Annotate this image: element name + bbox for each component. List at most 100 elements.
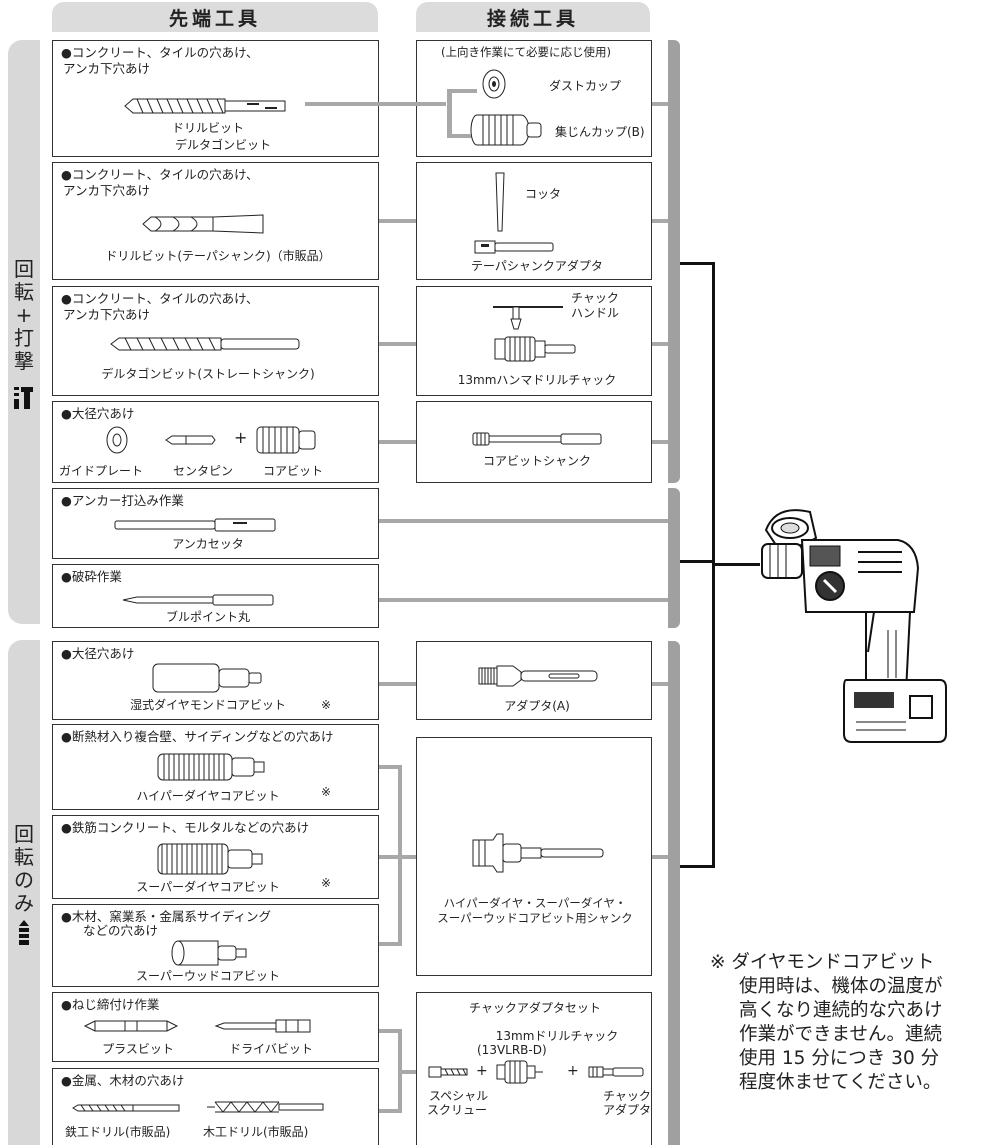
conn-label-collection-cup: 集じんカップ(B) [555,125,645,139]
caution-mark: ※ [321,698,332,712]
tip-label-deltagon-bit: デルタゴンビット [174,138,271,152]
cotter-icon [495,172,505,232]
collection-cup-icon [470,114,542,146]
conn-label-adapter: アダプタ [603,1103,652,1117]
main-connector-to-tool [712,563,760,566]
connector-r3 [379,342,416,346]
tip-desc-line2: アンカ下穴あけ [63,183,151,198]
conn-note-upward: (上向き作業にて必要に応じ使用) [441,45,611,59]
tip-box-metal-wood-drill: ●金属、木材の穴あけ 鉄工ドリル(市販品) 木工ドリル(市販品) [52,1068,379,1145]
conn-to-bar-5 [652,682,668,686]
conn-box-chuck-adapter-set: チャックアダプタセット 13mmドリルチャック (13VLRB-D) + + ス… [416,992,652,1145]
conn-label-adapter-a: アダプタ(A) [504,699,570,713]
conn-label-dust-cup: ダストカップ [549,79,622,93]
tip-desc-line1: ●コンクリート、タイルの穴あけ、 [61,291,259,306]
tip-box-super-wood: ●木材、窯業系・金属系サイディング などの穴あけ スーパーウッドコアビット [52,904,379,987]
tip-label-anchor-setter: アンカセッタ [172,537,244,551]
main-connector-mid [680,560,714,563]
taper-shank-adapter-icon [474,240,554,254]
bracket-vertical [447,89,452,138]
conn-box-core-shank: コアビットシャンク [416,401,652,483]
conn-set-title: チャックアダプタセット [469,1001,601,1015]
main-connector-bottom [680,865,714,868]
tip-box-screw-bits: ●ねじ締付け作業 プラスビット ドライバビット [52,992,379,1062]
core-bit-icon [256,426,316,454]
hyper-diamond-core-icon [157,753,265,781]
header-connection-tools: 接続工具 [416,2,650,32]
conn-set-chuck: 13mmドリルチャック [495,1029,619,1043]
bracket-r11-r12-bottom [379,1109,401,1113]
conn-set-chuck-model: (13VLRB-D) [477,1043,547,1057]
side-label-rotation-only: 回転のみ [14,822,34,915]
tip-desc: ●アンカー打込み作業 [61,493,184,508]
super-diamond-core-icon [157,843,263,875]
tip-label-wood-drill: 木工ドリル(市販品) [203,1125,309,1139]
anchor-setter-icon [114,518,276,532]
tip-label-bull-point: ブルポイント丸 [165,610,250,624]
tip-label-driver-bit: ドライバビット [229,1042,313,1056]
caution-mark: ※ [321,876,332,890]
tip-label-super-diamond: スーパーダイヤコアビット [136,880,280,894]
group-bar-1 [668,40,680,483]
conn-label-taper-adapter: テーパシャンクアダプタ [471,259,603,273]
straight-deltagon-icon [110,337,300,351]
tip-box-wet-diamond: ●大径穴あけ 湿式ダイヤモンドコアビット ※ [52,641,379,720]
adapter-a-icon [478,665,598,687]
taper-drill-icon [142,214,264,234]
conn-label-special: スペシャル [429,1089,489,1103]
connector-r5 [379,519,668,523]
wet-diamond-core-icon [152,663,262,693]
tip-label-super-wood: スーパーウッドコアビット [136,969,280,983]
bracket-bottom [447,134,471,138]
tip-desc-line2: アンカ下穴あけ [63,307,151,322]
bracket-r8-r10-mid [379,855,416,859]
tip-box-large-core: ●大径穴あけ + ガイドプレート センタピン コアビット [52,401,379,483]
caution-note-line6: 程度休ませてください。 [739,1072,942,1093]
rotary-hammer-drill-image [761,509,947,743]
plus-sign: + [567,1063,579,1079]
tip-label-drill-bit: ドリルビット [171,121,244,135]
conn-label-hammer-chuck: 13mmハンマドリルチャック [457,373,617,387]
caution-note-line2: 使用時は、機体の温度が [739,976,943,997]
tip-desc-line2: などの穴あけ [83,923,159,938]
plus-sign: + [234,428,248,447]
main-connector-top [680,262,714,265]
group-bar-2 [668,488,680,628]
super-wood-core-icon [171,940,247,966]
conn-box-adapter-a: アダプタ(A) [416,641,652,720]
conn-to-bar-2 [652,219,668,223]
bracket-r11-r12-top [379,1029,401,1033]
driver-bit-icon [214,1019,311,1033]
tip-box-super-diamond: ●鉄筋コンクリート、モルタルなどの穴あけ スーパーダイヤコアビット ※ [52,815,379,899]
caution-note-line1: ※ ダイヤモンドコアビット [710,952,935,973]
bracket-r8-r10-bottom [379,942,401,946]
metal-drill-icon [72,1104,180,1112]
tip-desc-line1: ●コンクリート、タイルの穴あけ、 [61,45,259,60]
caution-note-line5: 使用 15 分につき 30 分 [739,1048,940,1069]
tip-label-plus-bit: プラスビット [102,1042,174,1056]
conn-label-chuck: チャック [603,1089,651,1103]
tip-label-taper-drill: ドリルビット(テーパシャンク)（市販品） [105,249,331,263]
tip-label-straight-deltagon: デルタゴンビット(ストレートシャンク) [101,367,315,381]
conn-box-core-bit-shank: ハイパーダイヤ・スーパーダイヤ・ スーパーウッドコアビット用シャンク [416,737,652,976]
impact-mode-icon [14,387,33,409]
tip-desc: ●破砕作業 [61,569,122,584]
conn-box-dust-cup: (上向き作業にて必要に応じ使用) ダストカップ 集じんカップ(B) [416,40,652,157]
tip-desc: ●ねじ締付け作業 [61,997,160,1012]
tip-desc-line1: ●木材、窯業系・金属系サイディング [61,909,272,924]
bull-point-icon [122,594,274,606]
hammer-drill-chuck-icon [494,336,576,362]
tip-label-wet-diamond: 湿式ダイヤモンドコアビット [130,698,286,712]
conn-label-cotter: コッタ [525,187,562,201]
plus-bit-icon [83,1020,179,1032]
caution-mark: ※ [321,785,332,799]
tip-box-taper-drill: ●コンクリート、タイルの穴あけ、 アンカ下穴あけ ドリルビット(テーパシャンク)… [52,162,379,280]
tip-label-guide-plate: ガイドプレート [59,464,144,478]
conn-label-chuck: チャック [571,291,619,305]
tip-box-bull-point: ●破砕作業 ブルポイント丸 [52,564,379,628]
wood-drill-icon [207,1101,324,1113]
caution-note-line3: 高くなり連続的な穴あけ [739,1000,943,1021]
tip-label-metal-drill: 鉄工ドリル(市販品) [65,1125,171,1139]
conn-to-bar-1 [652,102,668,106]
group-bar-3 [668,641,680,1145]
